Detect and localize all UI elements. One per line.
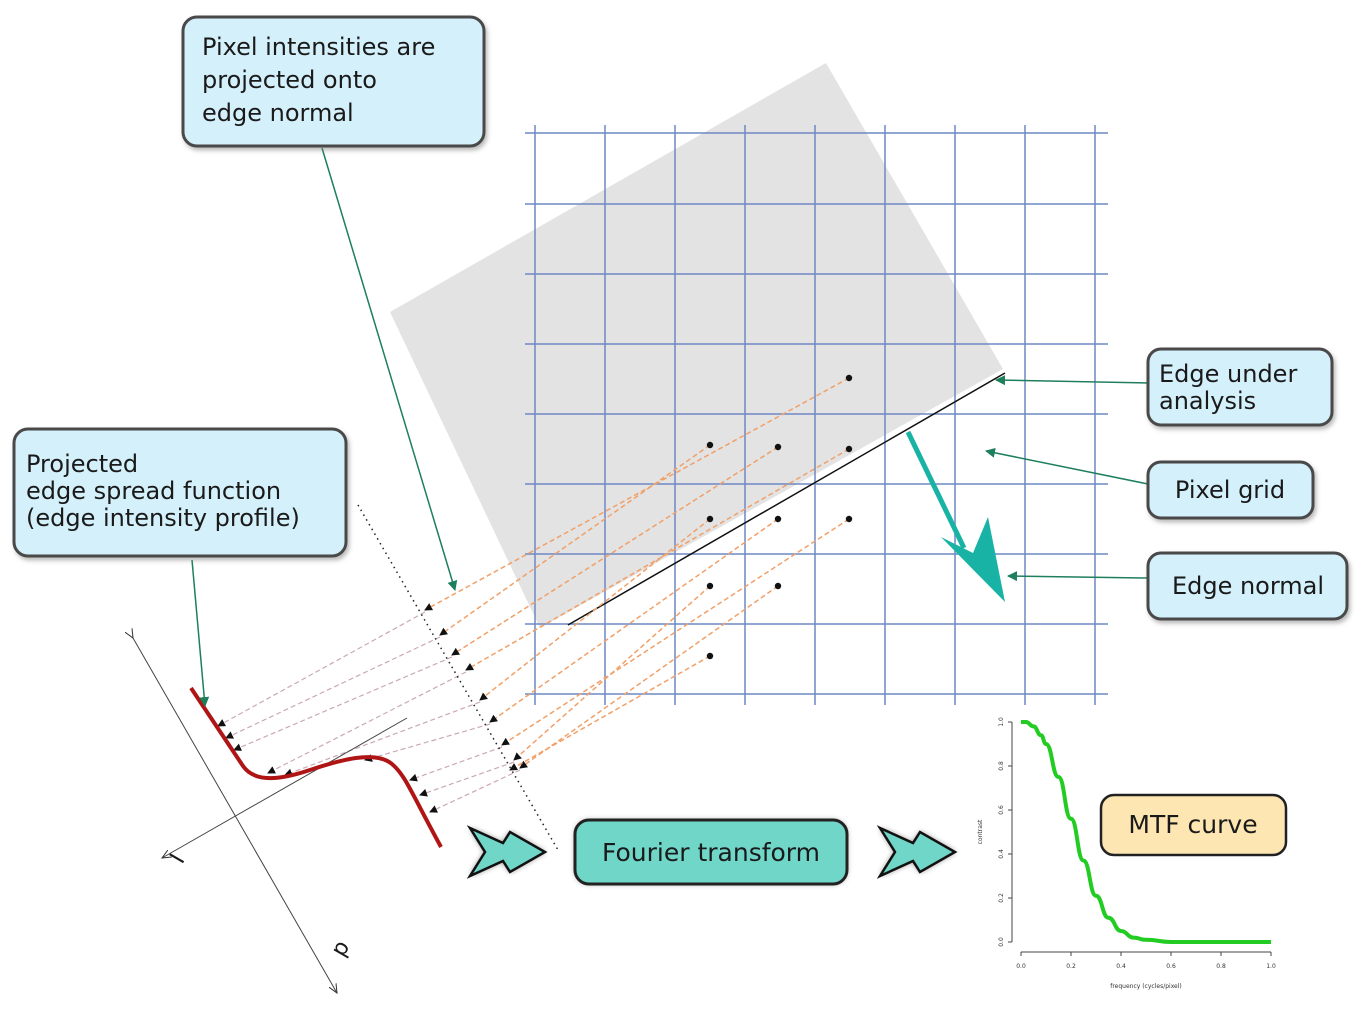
- esf-curve: [189, 686, 443, 848]
- projection-line: [419, 761, 515, 797]
- projection-line: [364, 723, 491, 762]
- edge-normal-arrow: [905, 430, 1005, 602]
- pointer-arrow: [321, 147, 458, 591]
- y-tick-label: 0.4: [998, 849, 1005, 859]
- x-tick-label: 1.0: [1266, 963, 1276, 970]
- mtf-chart: 0.0 0.2 0.4 0.6 0.8 1.0 0.0 0.2 0.4 0.6 0.8 1.0 fre…: [977, 717, 1276, 990]
- x-axis-label: frequency (cycles/pixel): [1110, 983, 1182, 990]
- sample-points: [706, 374, 853, 660]
- sample-point: [774, 582, 782, 590]
- projection-line: [451, 446, 779, 656]
- pixel-grid: [525, 125, 1108, 705]
- sample-point: [845, 445, 853, 453]
- sample-point: [845, 515, 853, 523]
- flow-arrow-icon: [466, 825, 548, 879]
- projection-line: [489, 518, 779, 723]
- callout-line: Pixel grid: [1175, 476, 1285, 504]
- sample-point: [845, 374, 853, 382]
- y-tick-label: 0.6: [998, 805, 1005, 815]
- projection-line: [429, 769, 521, 813]
- x-tick-label: 0.4: [1116, 963, 1126, 970]
- projection-line: [409, 746, 503, 782]
- edge-line: [567, 372, 1006, 626]
- callout-line: Edge normal: [1172, 572, 1324, 600]
- sample-point: [774, 515, 782, 523]
- callout-line: Pixel intensities are: [202, 33, 435, 61]
- mtf-label-box: MTF curve: [1099, 793, 1288, 857]
- callout-line: Projected: [26, 450, 138, 478]
- projection-callout: Pixel intensities are projected onto edg…: [181, 15, 486, 148]
- projection-line: [439, 444, 711, 636]
- callout-line: Edge under: [1159, 360, 1297, 388]
- projection-line: [479, 518, 711, 701]
- fourier-label: Fourier transform: [602, 838, 820, 867]
- projection-line: [513, 585, 711, 761]
- edge-callout: Edge under analysis: [1146, 347, 1334, 427]
- projection-line: [233, 656, 453, 751]
- mtf-series-line: [1021, 720, 1271, 944]
- projection-line: [509, 655, 711, 771]
- callout-line: projected onto: [202, 66, 377, 94]
- pointer-arrow: [995, 375, 1149, 386]
- callout-line: analysis: [1159, 387, 1256, 415]
- pointer-arrow: [191, 559, 210, 707]
- distance-axis: [133, 638, 337, 993]
- esf-callout: Projected edge spread function (edge int…: [12, 427, 348, 558]
- x-tick-label: 0.0: [1016, 963, 1026, 970]
- pointer-arrow: [985, 447, 1149, 485]
- pointer-arrow: [1007, 571, 1149, 582]
- sample-point: [706, 652, 714, 660]
- fourier-transform-box: Fourier transform: [573, 818, 849, 886]
- projection-line: [424, 377, 850, 611]
- x-tick-label: 0.2: [1066, 963, 1076, 970]
- y-axis-label: contrast: [977, 819, 984, 844]
- y-tick-label: 0.2: [998, 893, 1005, 903]
- y-tick-label: 1.0: [998, 717, 1005, 727]
- sample-point: [706, 441, 714, 449]
- grid-callout: Pixel grid: [1146, 460, 1315, 520]
- callout-line: edge spread function: [26, 477, 281, 505]
- normal-callout: Edge normal: [1146, 551, 1349, 621]
- mtf-label: MTF curve: [1128, 810, 1257, 839]
- projection-line: [225, 636, 441, 739]
- intensity-axis-symbol: I: [166, 850, 191, 868]
- projection-line: [284, 701, 481, 777]
- x-tick-label: 0.6: [1166, 963, 1176, 970]
- sample-point: [706, 582, 714, 590]
- intensity-axis: [162, 717, 408, 858]
- projection-line: [501, 518, 850, 746]
- projection-line: [519, 585, 779, 769]
- projection-axis: [357, 504, 559, 851]
- x-tick-label: 0.8: [1216, 963, 1226, 970]
- y-tick-label: 0.8: [998, 761, 1005, 771]
- callout-line: edge normal: [202, 99, 354, 127]
- sample-point: [706, 515, 714, 523]
- distance-axis-symbol: p: [327, 936, 356, 961]
- callout-line: (edge intensity profile): [26, 504, 300, 532]
- edge-region: [390, 63, 1003, 628]
- y-tick-label: 0.0: [998, 937, 1005, 947]
- flow-arrow-icon: [876, 825, 958, 879]
- sample-point: [774, 443, 782, 451]
- projection-line: [465, 448, 850, 671]
